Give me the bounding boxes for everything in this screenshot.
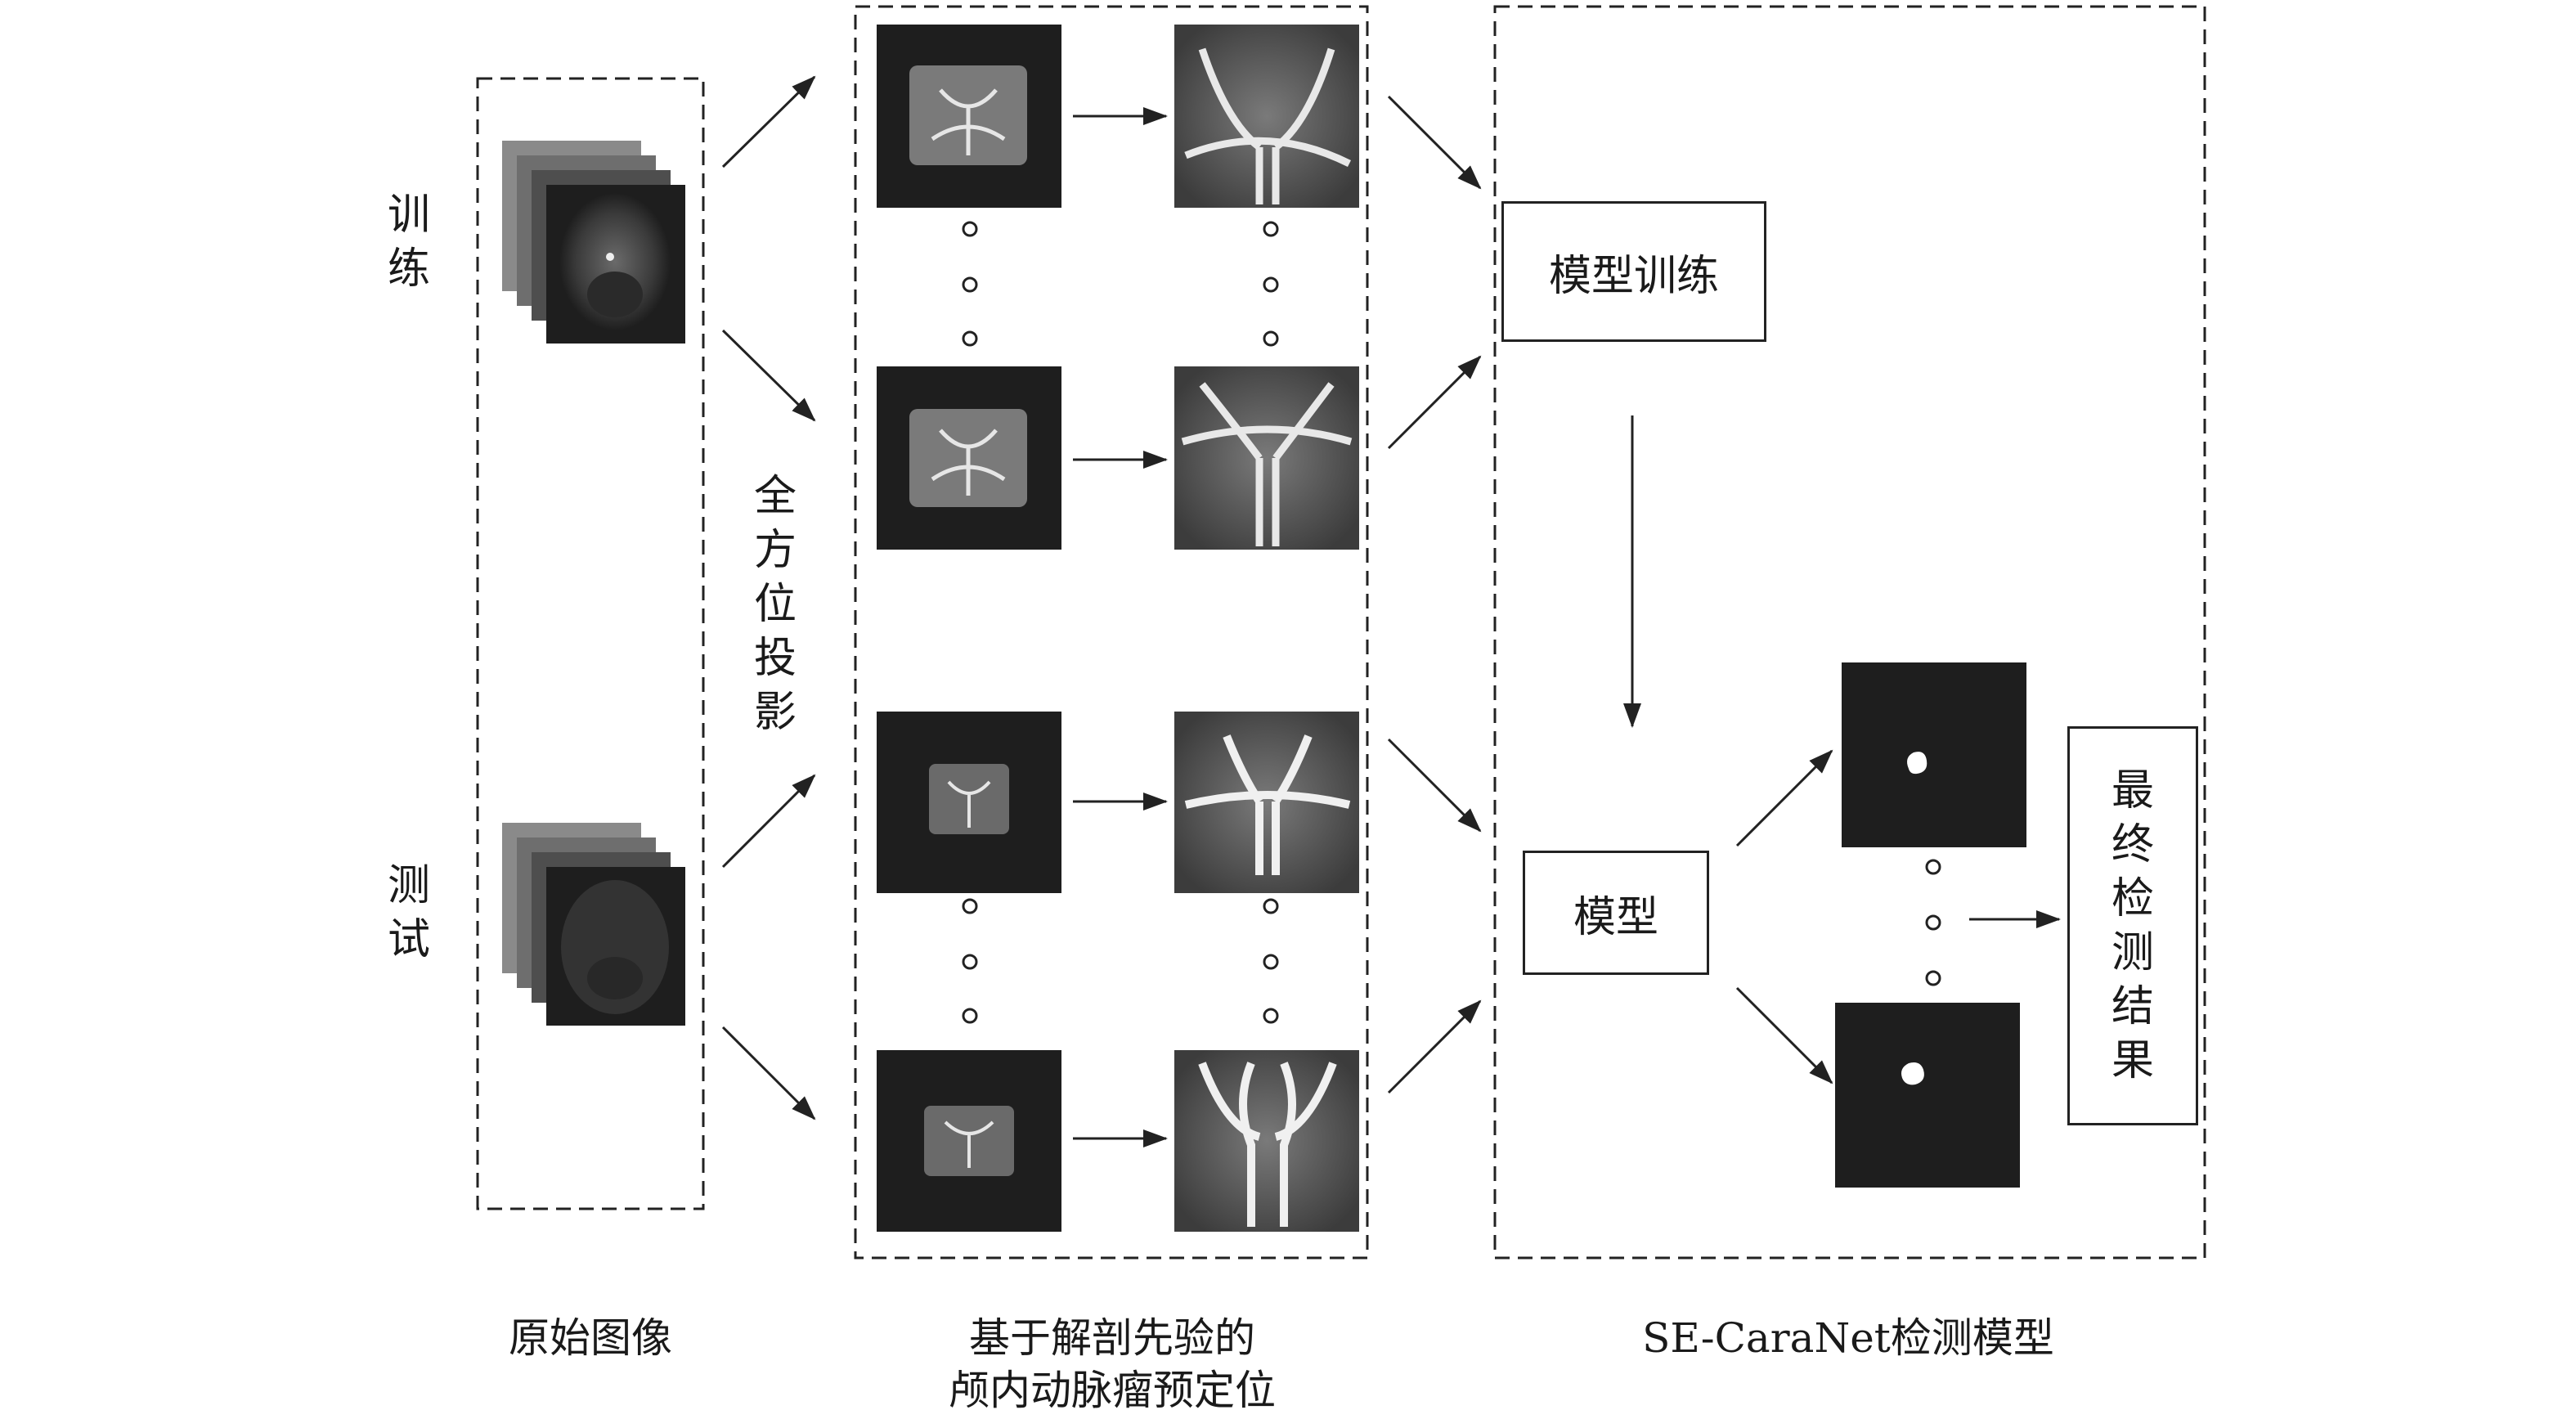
ellipsis-dots: [962, 221, 1941, 1024]
detection-mask: [1842, 662, 2026, 847]
test-label: 测试: [387, 861, 430, 964]
left-dashed-group: [476, 77, 705, 1210]
projection-image: [1174, 1050, 1359, 1232]
arrow: [1735, 986, 1833, 1084]
arrow: [721, 329, 816, 422]
middle-dashed-group: [854, 5, 1369, 1260]
middle-caption-line2: 颅内动脉瘤预定位: [949, 1367, 1276, 1414]
arrow: [1387, 355, 1482, 450]
final-result-label: 最终检测结果: [2111, 766, 2154, 1085]
right-caption: SE-CaraNet检测模型: [1642, 1314, 2054, 1362]
prelocalization-image: [877, 1050, 1061, 1232]
arrow: [721, 774, 816, 869]
arrow: [721, 1026, 816, 1120]
arrow: [1735, 749, 1833, 847]
projection-image: [1174, 712, 1359, 893]
right-dashed-group: [1493, 5, 2206, 1260]
train-label: 训练: [387, 191, 430, 294]
arrow: [1387, 999, 1482, 1094]
final-result-box: 最终检测结果: [2067, 726, 2198, 1125]
prelocalization-image: [877, 25, 1061, 208]
train-mri-stack: [502, 141, 685, 344]
middle-caption-line1: 基于解剖先验的: [969, 1314, 1255, 1362]
model-training-box: 模型训练: [1501, 201, 1766, 342]
left-caption: 原始图像: [509, 1314, 672, 1362]
prelocalization-image: [877, 366, 1061, 550]
projection-image: [1174, 366, 1359, 550]
prelocalization-image: [877, 712, 1061, 893]
projection-label: 全方位投影: [753, 472, 797, 737]
detection-mask: [1835, 1003, 2020, 1188]
test-mri-stack: [502, 823, 685, 1026]
arrow: [1387, 738, 1482, 833]
arrow: [1387, 95, 1482, 190]
arrow: [721, 75, 816, 168]
model-box: 模型: [1523, 851, 1709, 975]
projection-image: [1174, 25, 1359, 208]
